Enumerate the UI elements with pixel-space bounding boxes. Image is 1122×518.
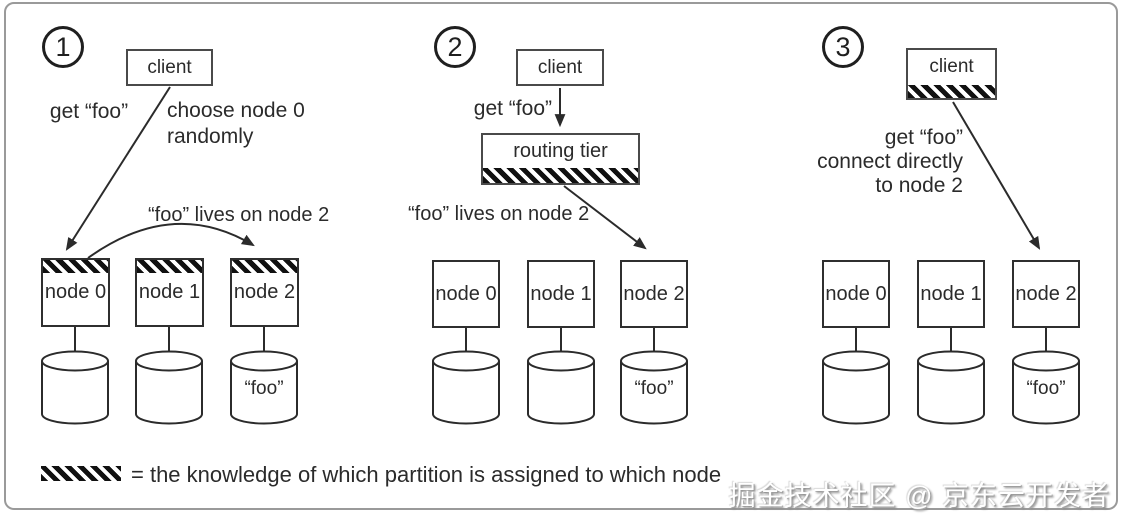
arrow-client1-to-node0: [65, 86, 171, 251]
arrow-router-to-node2: [563, 185, 647, 250]
cylinder-p1-node0: [41, 350, 109, 425]
panel2-node0-box: node 0: [432, 260, 500, 328]
panel2-node2-box: node 2: [620, 260, 688, 328]
panel1-note: choose node 0 randomly: [167, 98, 305, 150]
cylinder-p1-node2: [230, 350, 298, 425]
panel2-routing-tier-box: routing tier: [481, 133, 640, 185]
panel2-request-label: get “foo”: [473, 97, 552, 120]
panel1-number-badge: 1: [42, 26, 84, 68]
panel3-note-line1: get “foo”: [884, 126, 963, 149]
panel2-routing-tier-label: routing tier: [513, 140, 608, 162]
panel3-number: 3: [835, 31, 851, 62]
panel1-client-box: client: [126, 49, 213, 86]
panel3-node1-label: node 1: [920, 282, 982, 305]
cylinder-p3-node2: [1012, 350, 1080, 425]
panel2-client-box: client: [516, 49, 604, 86]
panel3-number-badge: 3: [822, 26, 864, 68]
panel3-node0-label: node 0: [825, 282, 887, 305]
panel2-node2-label: node 2: [623, 282, 685, 305]
panel1-node0-partition-hatch: [43, 260, 108, 273]
legend-hatch-swatch: [41, 466, 121, 481]
panel3-client-box: client: [906, 48, 997, 100]
cylinder-p1-node1: [135, 350, 203, 425]
cylinder-p3-node1: [917, 350, 985, 425]
cylinder-p2-node2: [620, 350, 688, 425]
arc-node0-to-node2: [87, 222, 255, 259]
panel2-node0-label: node 0: [435, 282, 497, 305]
panel1-node2-label: node 2: [233, 281, 296, 303]
panel2-node1-box: node 1: [527, 260, 595, 328]
panel2-number: 2: [447, 31, 463, 62]
panel1-note-line2: randomly: [167, 125, 254, 148]
database-cylinders: [41, 350, 1080, 425]
panel2-arc-label: “foo” lives on node 2: [408, 203, 590, 225]
panel3-note-line3: to node 2: [875, 174, 963, 197]
panel3-client-label: client: [929, 56, 974, 77]
panel1-node0-box: node 0: [41, 258, 110, 327]
panel1-arc-label: “foo” lives on node 2: [148, 204, 330, 226]
cylinder-p3-node0: [822, 350, 890, 425]
panel1-node2-partition-hatch: [232, 260, 297, 273]
panel3-node2-label: node 2: [1015, 282, 1077, 305]
watermark-text: 掘金技术社区 @ 京东云开发者: [728, 481, 1110, 511]
panel1-node1-partition-hatch: [137, 260, 202, 273]
panel2-node1-label: node 1: [530, 282, 592, 305]
panel3-node0-box: node 0: [822, 260, 890, 328]
cylinder-p2-node1: [527, 350, 595, 425]
panel3-client-hatch: [908, 85, 995, 98]
panel2-routing-tier-hatch: [483, 168, 638, 183]
panel2-number-badge: 2: [434, 26, 476, 68]
cylinder-p2-node0: [432, 350, 500, 425]
panel3-node1-box: node 1: [917, 260, 985, 328]
panel3-foo-value: “foo”: [1026, 378, 1066, 399]
panel1-node2-box: node 2: [230, 258, 299, 327]
arrow-client3-to-node2: [952, 101, 1041, 250]
panel2-foo-value: “foo”: [634, 378, 674, 399]
panel2-client-label: client: [537, 56, 583, 78]
panel1-node1-box: node 1: [135, 258, 204, 327]
panel1-note-line1: choose node 0: [167, 99, 305, 122]
panel1-request-label: get “foo”: [49, 100, 129, 123]
panel3-node2-box: node 2: [1012, 260, 1080, 328]
panel1-node1-label: node 1: [138, 281, 201, 303]
panel3-note-line2: connect directly: [817, 150, 963, 173]
panel1-node0-label: node 0: [44, 281, 107, 303]
panel1-number: 1: [55, 31, 71, 62]
panel1-foo-value: “foo”: [244, 378, 284, 399]
legend-text: = the knowledge of which partition is as…: [131, 462, 722, 487]
panel1-client-label: client: [147, 56, 192, 78]
